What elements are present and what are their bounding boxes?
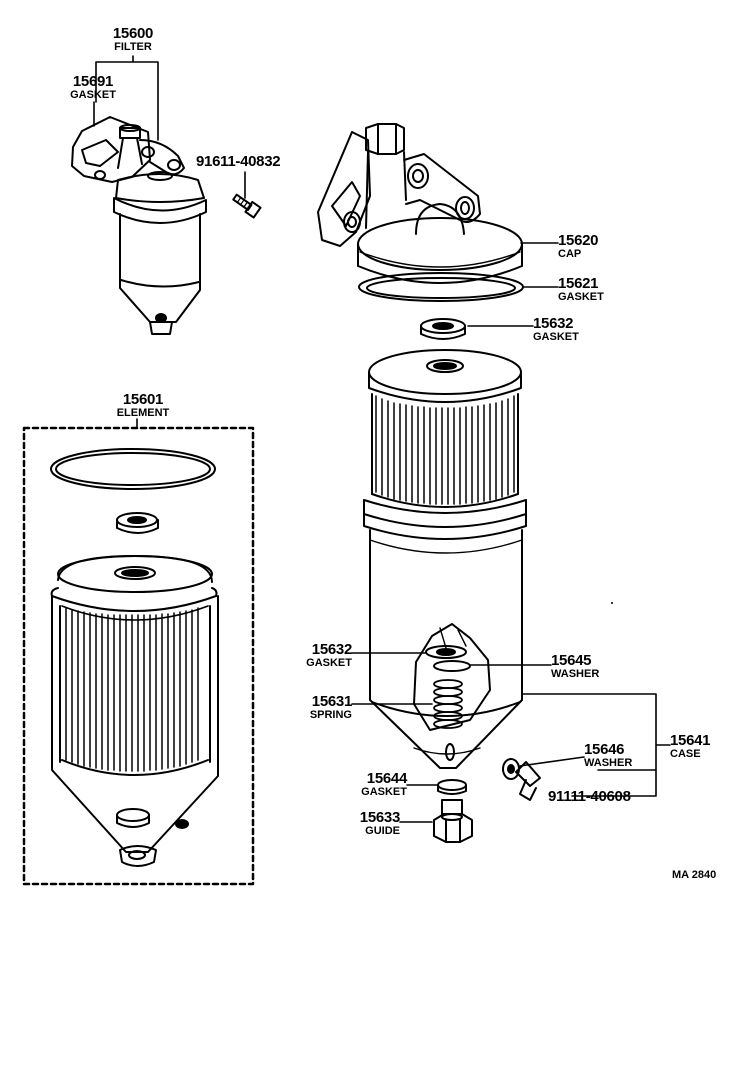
element-kit [22, 426, 255, 886]
filter-assembly-small [71, 116, 207, 335]
part-number: 15633 [359, 809, 401, 826]
element-kit-frame [22, 426, 255, 886]
part-name: FILTER [114, 41, 152, 53]
part-name: WASHER [551, 668, 600, 680]
part-number: 15620 [558, 232, 599, 249]
label-91611-40832: 91611-40832 [196, 153, 281, 170]
part-name: GASKET [306, 657, 352, 669]
label-15633-guide: 15633 GUIDE [340, 809, 401, 837]
part-name: GASKET [361, 786, 407, 798]
part-number: 15691 [72, 73, 114, 90]
speck [611, 602, 613, 604]
case-15641 [363, 499, 527, 769]
part-name: SPRING [309, 709, 352, 721]
part-number: 15600 [112, 25, 154, 42]
label-15621-gasket: 15621 GASKET [558, 276, 624, 303]
guide-15633 [433, 779, 473, 843]
drain-plug-91111-icon [502, 758, 541, 801]
part-name: GASKET [70, 89, 116, 101]
part-name: CAP [558, 248, 582, 260]
gasket-ring-15621 [358, 272, 524, 302]
label-15645-washer: 15645 WASHER [551, 653, 617, 680]
gasket-15632-top [420, 318, 466, 340]
label-91111-40608: 91111-40608 [548, 788, 631, 805]
label-15620-cap: 15620 CAP [558, 233, 612, 260]
part-number: 15631 [311, 693, 353, 710]
label-15632-gasket-left: 15632 GASKET [286, 642, 352, 669]
element-pleats [65, 607, 199, 772]
part-name: GASKET [558, 291, 604, 303]
part-number: 15641 [670, 732, 711, 749]
label-15644-gasket: 15644 GASKET [341, 771, 407, 798]
part-name: GUIDE [365, 825, 400, 837]
part-name: CASE [670, 748, 701, 760]
leader-lines [93, 55, 671, 823]
part-number: 15645 [551, 652, 592, 669]
label-15646-washer: 15646 WASHER [584, 742, 650, 769]
part-name: ELEMENT [116, 407, 170, 419]
label-15600-filter: 15600 FILTER [98, 26, 168, 53]
part-number: 15644 [366, 770, 408, 787]
label-15601-element: 15601 ELEMENT [104, 392, 182, 419]
label-15632-gasket-right: 15632 GASKET [533, 316, 599, 343]
label-15631-spring: 15631 SPRING [288, 694, 352, 721]
filter-element-right [368, 349, 522, 508]
part-name: WASHER [584, 757, 633, 769]
label-15691-gasket: 15691 GASKET [60, 74, 126, 101]
label-15641-case: 15641 CASE [670, 733, 724, 760]
bolt-91611-icon [232, 193, 262, 219]
part-name: GASKET [533, 331, 579, 343]
part-number: 15646 [584, 741, 625, 758]
element-pleats-right [375, 395, 515, 505]
part-number: 15621 [558, 275, 599, 292]
part-number: 15632 [533, 315, 574, 332]
part-number: 15632 [311, 641, 353, 658]
drawing-code: MA 2840 [672, 869, 717, 881]
spring-15631 [433, 679, 463, 729]
cap-head [317, 123, 523, 284]
part-number: 15601 [122, 391, 164, 408]
